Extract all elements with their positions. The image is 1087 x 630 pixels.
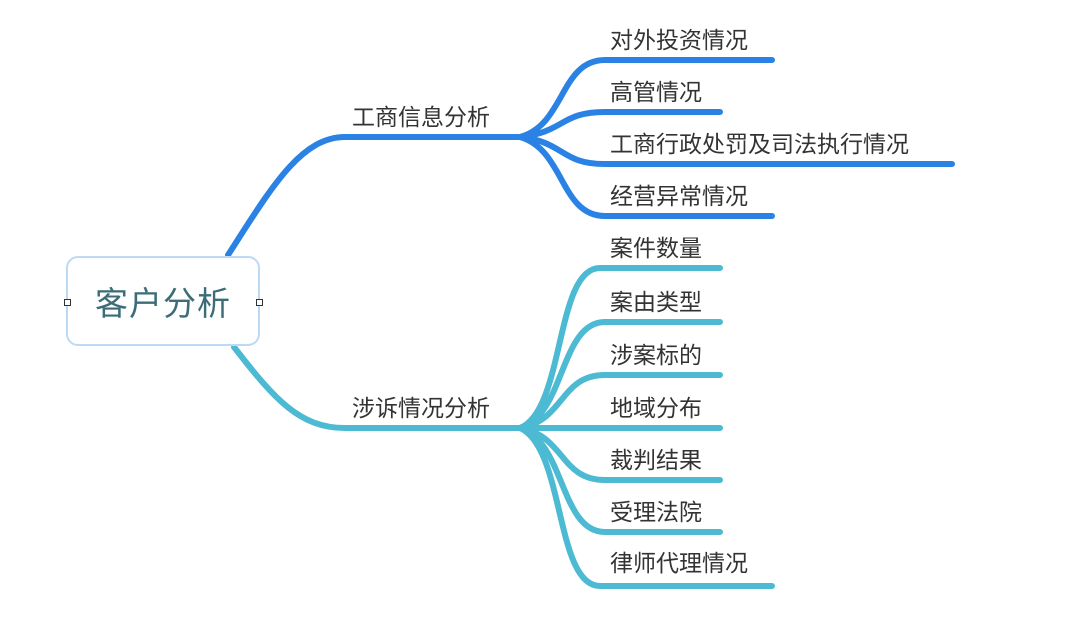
root-node[interactable]: 客户分析 — [66, 256, 260, 346]
business-info-connectors — [517, 57, 955, 219]
topic-executives[interactable]: 高管情况 — [610, 80, 702, 106]
branch-business-info[interactable]: 工商信息分析 — [352, 105, 490, 131]
topic-lawyer-representation[interactable]: 律师代理情况 — [610, 551, 748, 577]
resize-handle-right[interactable] — [256, 299, 263, 306]
connector-executives — [517, 109, 723, 140]
connector-root-to-business-info — [225, 134, 523, 258]
topic-abnormal-operation[interactable]: 经营异常情况 — [610, 184, 748, 210]
connector-root-to-litigation — [231, 344, 523, 431]
topic-court[interactable]: 受理法院 — [610, 500, 702, 526]
topic-judgment-result[interactable]: 裁判结果 — [610, 448, 702, 474]
root-node-label: 客户分析 — [95, 284, 231, 323]
topic-case-amount[interactable]: 涉案标的 — [610, 343, 702, 369]
topic-external-investment[interactable]: 对外投资情况 — [610, 28, 748, 54]
topic-case-count[interactable]: 案件数量 — [610, 236, 702, 262]
connector-case-count — [517, 265, 723, 431]
resize-handle-left[interactable] — [64, 299, 71, 306]
connector-abnormal — [517, 134, 775, 219]
connector-lawyer — [517, 425, 775, 589]
topic-region[interactable]: 地域分布 — [610, 396, 702, 422]
connector-penalties — [517, 134, 955, 167]
litigation-connectors — [517, 265, 775, 589]
branch-litigation[interactable]: 涉诉情况分析 — [352, 396, 490, 422]
connector-amount — [517, 372, 723, 431]
topic-case-type[interactable]: 案由类型 — [610, 290, 702, 316]
topic-penalties-enforcement[interactable]: 工商行政处罚及司法执行情况 — [610, 132, 909, 158]
connector-case-type — [517, 319, 723, 431]
connector-investment — [517, 57, 775, 140]
